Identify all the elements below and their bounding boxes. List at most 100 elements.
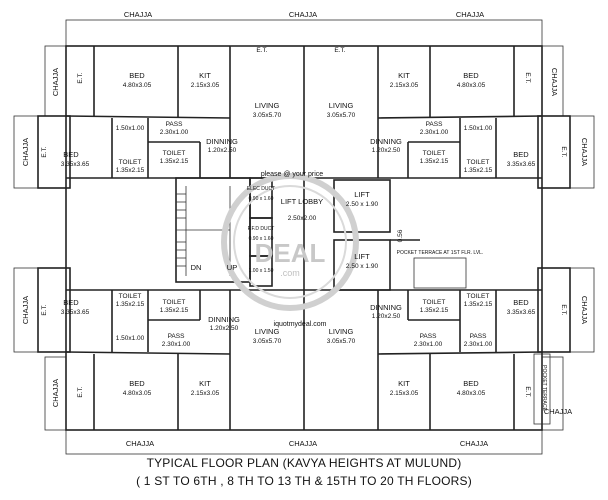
toilet-label-ul-a: TOILET <box>119 159 142 166</box>
left-balcony-top <box>37 115 71 189</box>
kit-dim-ur: 2.15x3.05 <box>390 82 419 89</box>
plan-subtitle: ( 1 ST TO 6TH , 8 TH TO 13 TH & 15TH TO … <box>136 474 472 488</box>
wc-dim-ul: 1.50x1.00 <box>116 125 145 132</box>
et-label-8: E.T. <box>524 386 531 397</box>
et-label-4: E.T. <box>560 146 567 157</box>
lift-2-dim: 2.50 x 1.90 <box>346 263 379 270</box>
stair-gap-box <box>249 255 273 287</box>
pass-dim-ul: 2.30x1.00 <box>160 129 189 136</box>
et-label-1: E.T. <box>77 72 84 83</box>
living-label-lr: LIVING <box>329 327 354 336</box>
chajja-label-bottom-left: CHAJJA <box>126 439 154 448</box>
pass-dim-lr-b: 2.30x1.00 <box>464 341 493 348</box>
chajja-label-left-4: CHAJJA <box>51 379 60 407</box>
toilet-dim-ul-b: 1.35x2.15 <box>160 158 189 165</box>
bed2-dim-lr: 4.80x3.05 <box>457 390 486 397</box>
living-label-ur: LIVING <box>329 101 354 110</box>
chajja-label-top-left: CHAJJA <box>124 10 152 19</box>
et-label-top-2: E.T. <box>334 47 345 54</box>
watermark-text-2: DEAL <box>255 238 326 268</box>
plan-title: TYPICAL FLOOR PLAN (KAVYA HEIGHTS AT MUL… <box>146 456 462 470</box>
et-label-6: E.T. <box>560 304 567 315</box>
elec-duct-label: ELEC DUCT <box>247 186 275 192</box>
toilet-label-ur-b: TOILET <box>423 150 446 157</box>
kit-label-ll: KIT <box>199 379 211 388</box>
toilet-dim-ur-a: 1.35x2.15 <box>464 167 493 174</box>
lift-1-label: LIFT <box>354 190 370 199</box>
pocket-terrace-vertical-box <box>533 353 551 425</box>
chajja-label-right-4: CHAJJA <box>544 407 572 416</box>
pocket-terrace-box <box>413 257 467 289</box>
toilet-label-ll-a: TOILET <box>119 293 142 300</box>
living-dim-ur: 3.05x5.70 <box>327 112 356 119</box>
pass-label-ul: PASS <box>166 121 184 128</box>
bed-label-lr: BED <box>513 298 529 307</box>
dinning-dim-ur: 1.20x2.50 <box>372 147 401 154</box>
pass-label-lr-a: PASS <box>420 333 438 340</box>
living-dim-ul: 3.05x5.70 <box>253 112 282 119</box>
et-label-5: E.T. <box>41 304 48 315</box>
left-balcony-bottom <box>37 267 71 353</box>
wc-dim-ur: 1.50x1.00 <box>464 125 493 132</box>
chajja-label-right-3: CHAJJA <box>580 296 589 324</box>
chajja-label-left-1: CHAJJA <box>51 68 60 96</box>
chajja-top-band <box>65 19 543 47</box>
living-dim-ll: 3.05x5.70 <box>253 338 282 345</box>
toilet-dim-lr-a: 1.35x2.15 <box>464 301 493 308</box>
pass-label-ur: PASS <box>426 121 444 128</box>
wc-dim-ll: 1.50x1.00 <box>116 335 145 342</box>
lift-lobby-label: LIFT LOBBY <box>281 197 323 206</box>
bed-label-ll: BED <box>63 298 79 307</box>
bed-label-ul: BED <box>129 71 145 80</box>
bed2-dim-ur: 3.35x3.65 <box>507 161 536 168</box>
dinning-label-lr: DINNING <box>370 303 402 312</box>
toilet-label-ur-a: TOILET <box>467 159 490 166</box>
toilet-dim-ul-a: 1.35x2.15 <box>116 167 145 174</box>
et-label-3: E.T. <box>41 146 48 157</box>
pass-dim-lr-a: 2.30x1.00 <box>414 341 443 348</box>
dinning-dim-ul: 1.20x2.50 <box>208 147 237 154</box>
bed2-dim-ul: 3.35x3.65 <box>61 161 90 168</box>
bed-dim-ll: 3.35x3.65 <box>61 309 90 316</box>
bed2-dim-ll: 4.80x3.05 <box>123 390 152 397</box>
bed2-label-ur: BED <box>513 150 529 159</box>
dinning-dim-lr: 1.20x2.50 <box>372 313 401 320</box>
dinning-label-ul: DINNING <box>206 137 238 146</box>
bed2-label-lr: BED <box>463 379 479 388</box>
pass-dim-ll: 2.30x1.00 <box>162 341 191 348</box>
bed-dim-ul: 4.80x3.05 <box>123 82 152 89</box>
pocket-terrace-label: POCKET TERRACE AT 1ST FLR. LVL. <box>397 250 484 256</box>
pass-label-ll: PASS <box>168 333 186 340</box>
bed-dim-lr: 3.35x3.65 <box>507 309 536 316</box>
kit-label-ul: KIT <box>199 71 211 80</box>
chajja-label-right-2: CHAJJA <box>580 138 589 166</box>
kit-label-ur: KIT <box>398 71 410 80</box>
toilet-dim-lr-b: 1.35x2.15 <box>420 307 449 314</box>
toilet-label-ll-b: TOILET <box>163 299 186 306</box>
watermark-text-4: iquotmydeal.com <box>274 321 327 328</box>
toilet-dim-ll-a: 1.35x2.15 <box>116 301 145 308</box>
lift-1-dim: 2.50 x 1.90 <box>346 201 379 208</box>
chajja-label-right-1: CHAJJA <box>550 68 559 96</box>
et-label-2: E.T. <box>524 72 531 83</box>
chajja-label-bottom-right: CHAJJA <box>460 439 488 448</box>
chajja-label-bottom-center: CHAJJA <box>289 439 317 448</box>
lift-lobby-dim: 2.50x2.00 <box>288 215 317 222</box>
watermark-text-1: please @ your price <box>261 171 323 178</box>
stair-gap-dim: 1.00 x 1.50 <box>249 268 274 274</box>
bed-label-ur: BED <box>463 71 479 80</box>
kit-label-lr: KIT <box>398 379 410 388</box>
living-dim-lr: 3.05x5.70 <box>327 338 356 345</box>
pass-label-lr-b: PASS <box>470 333 488 340</box>
dn-label: DN <box>191 263 202 272</box>
up-label: UP <box>227 263 237 272</box>
bed2-label-ll: BED <box>129 379 145 388</box>
chajja-label-top-center: CHAJJA <box>289 10 317 19</box>
gap-dim: 0.56 <box>397 229 404 242</box>
chajja-label-left-2: CHAJJA <box>21 138 30 166</box>
pocket-terrace-vertical-label: POCKET TERRACE <box>541 365 547 411</box>
et-label-top-1: E.T. <box>256 47 267 54</box>
elec-duct-dim: 0.90 x 1.60 <box>249 196 274 202</box>
watermark: please @ your price DEAL .com iquotmydea… <box>221 171 359 328</box>
